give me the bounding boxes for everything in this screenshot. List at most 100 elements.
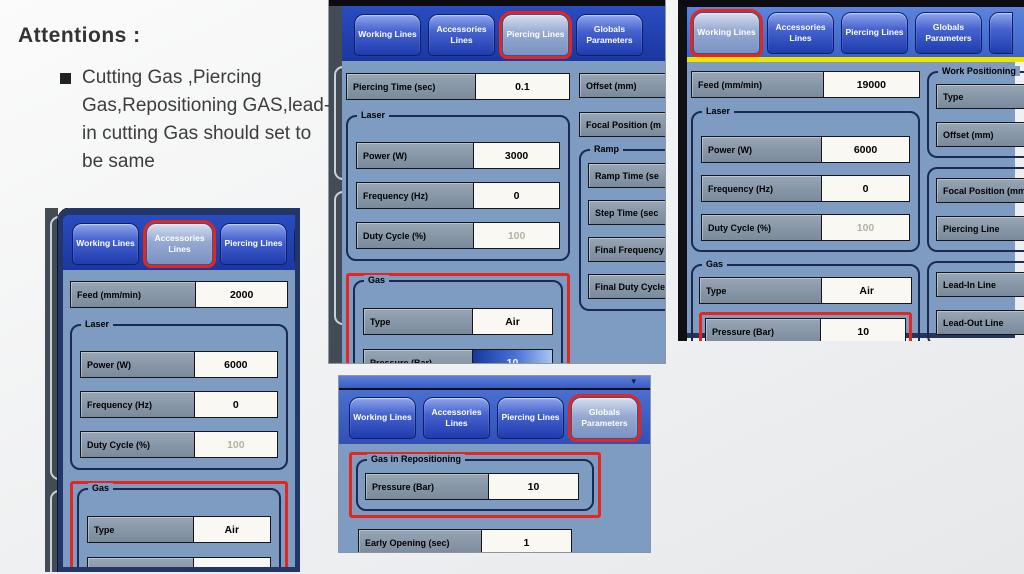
cropped-ui-fragment [50, 216, 58, 480]
tab-working-lines[interactable]: Working Lines [354, 14, 421, 56]
early-opening-field: Early Opening (sec) 1 [358, 529, 572, 552]
gas-group: Gas Type Air Pressure (Bar) 10 [691, 259, 920, 341]
tab-globals-parameters[interactable]: Globals Parameters [571, 397, 638, 439]
panel-content: Feed (mm/min) 2000 Laser Power (W) 6000 … [63, 270, 295, 567]
feed-field: Feed (mm/min) 2000 [70, 281, 288, 308]
frequency-value[interactable]: 0 [194, 392, 277, 417]
gas-type-value[interactable]: Air [473, 309, 552, 334]
frequency-value[interactable]: 0 [822, 176, 909, 201]
laser-group-title: Laser [702, 106, 735, 116]
tab-working-lines[interactable]: Working Lines [693, 12, 760, 54]
gas-group: Gas Type Air Pressure (Bar) 10 [77, 483, 281, 567]
frequency-label: Frequency (Hz) [702, 176, 823, 201]
panel-content: Gas in Repositioning Pressure (Bar) 10 E… [339, 444, 650, 552]
piercing-line-label: Piercing Line [936, 216, 1024, 241]
tab-partial[interactable] [989, 12, 1013, 54]
power-value[interactable]: 3000 [474, 143, 559, 168]
tab-strip: Working Lines Accessories Lines Piercing… [342, 6, 665, 61]
window-top-bar: ▾ [339, 376, 650, 390]
power-value[interactable]: 6000 [194, 352, 277, 377]
tab-piercing-lines[interactable]: Piercing Lines [841, 12, 908, 54]
tab-accessories-lines[interactable]: Accessories Lines [146, 223, 213, 265]
focal-position-label: Focal Position (mm) [936, 178, 1024, 203]
duty-cycle-label: Duty Cycle (%) [702, 215, 823, 240]
right-column: Offset (mm) Focal Position (m Ramp Ramp … [579, 73, 665, 363]
piercing-time-value[interactable]: 0.1 [475, 74, 569, 99]
tab-accessories-lines[interactable]: Accessories Lines [423, 397, 490, 439]
gas-pressure-label: Pressure (Bar) [706, 319, 822, 341]
duty-cycle-value: 100 [822, 215, 909, 240]
gas-type-value[interactable]: Air [822, 278, 911, 303]
panel-body: Working Lines Accessories Lines Piercing… [57, 208, 300, 572]
frequency-field: Frequency (Hz) 0 [701, 175, 910, 202]
panel-globals-parameters: ▾ Working Lines Accessories Lines Pierci… [338, 375, 651, 553]
panel-piercing-lines: Working Lines Accessories Lines Piercing… [328, 0, 666, 364]
laser-group: Laser Power (W) 6000 Frequency (Hz) 0 Du… [70, 319, 288, 470]
frequency-label: Frequency (Hz) [357, 183, 475, 208]
tab-globals-parameters[interactable]: Globals Parameters [576, 14, 643, 56]
tab-accessories-lines[interactable]: Accessories Lines [767, 12, 834, 54]
gas-repositioning-group: Gas in Repositioning Pressure (Bar) 10 [356, 454, 594, 511]
bullet-square-icon [60, 73, 71, 84]
power-field: Power (W) 6000 [80, 351, 278, 378]
tab-strip: Working Lines Accessories Lines Piercing… [687, 7, 1024, 57]
tab-piercing-lines[interactable]: Piercing Lines [220, 223, 287, 265]
lead-out-label: Lead-Out Line [936, 310, 1024, 335]
step-time-label: Step Time (sec [588, 200, 665, 225]
gas-pressure-label: Pressure (Bar) [364, 350, 474, 363]
offset-label: Offset (mm) [579, 73, 665, 98]
tab-piercing-lines[interactable]: Piercing Lines [502, 14, 569, 56]
note-title: Attentions : [18, 24, 141, 47]
tab-partial[interactable]: Pa [294, 223, 295, 265]
type-label: Type [936, 84, 1024, 109]
gas-pressure-value[interactable]: 10 [473, 350, 552, 363]
gas-pressure-value[interactable]: 10 [193, 558, 270, 567]
focal-piercing-group: Focal Position (mm) Piercing Line [927, 167, 1024, 252]
duty-cycle-label: Duty Cycle (%) [357, 223, 475, 248]
panel-content: Feed (mm/min) 19000 Laser Power (W) 6000… [687, 62, 1024, 341]
feed-value[interactable]: 2000 [196, 282, 287, 307]
feed-value[interactable]: 19000 [823, 72, 919, 97]
cropped-ui-fragment [334, 66, 342, 180]
final-duty-label: Final Duty Cycle [588, 274, 665, 299]
panel-content: Piercing Time (sec) 0.1 Laser Power (W) … [342, 61, 665, 363]
frequency-field: Frequency (Hz) 0 [80, 391, 278, 418]
gas-type-label: Type [364, 309, 474, 334]
power-label: Power (W) [357, 143, 475, 168]
power-label: Power (W) [702, 137, 823, 162]
cropped-ui-fragment [50, 490, 58, 572]
duty-cycle-field: Duty Cycle (%) 100 [701, 214, 910, 241]
screen-edge-fragment [45, 208, 58, 572]
gas-type-label: Type [88, 517, 194, 542]
tab-piercing-lines[interactable]: Piercing Lines [497, 397, 564, 439]
tab-accessories-lines[interactable]: Accessories Lines [428, 14, 495, 56]
cropped-ui-fragment [334, 191, 342, 325]
red-highlight-box: Gas Type Air Pressure (Bar) 10 [346, 273, 570, 363]
ramp-time-label: Ramp Time (se [588, 163, 665, 188]
power-field: Power (W) 3000 [356, 142, 560, 169]
scroll-arrow-icon[interactable]: ▾ [631, 376, 636, 386]
power-value[interactable]: 6000 [822, 137, 909, 162]
piercing-time-field: Piercing Time (sec) 0.1 [346, 73, 570, 100]
tab-working-lines[interactable]: Working Lines [72, 223, 139, 265]
feed-field: Feed (mm/min) 19000 [691, 71, 920, 98]
tab-bar: Working Lines Accessories Lines Piercing… [72, 223, 295, 265]
tab-globals-parameters[interactable]: Globals Parameters [915, 12, 982, 54]
frequency-value[interactable]: 0 [474, 183, 559, 208]
right-column: Work Positioning Type Offset (mm) Focal … [927, 66, 1024, 341]
gas-pressure-value[interactable]: 10 [488, 474, 578, 499]
gas-type-field: Type Air [699, 277, 912, 304]
gas-type-value[interactable]: Air [193, 517, 270, 542]
gas-type-field: Type Air [363, 308, 553, 335]
focal-position-label: Focal Position (m [579, 112, 665, 137]
left-column: Piercing Time (sec) 0.1 Laser Power (W) … [346, 73, 570, 363]
early-opening-value[interactable]: 1 [481, 530, 571, 552]
ramp-group: Ramp Ramp Time (se Step Time (sec Final … [579, 144, 665, 311]
gas-pressure-field: Pressure (Bar) 10 [705, 318, 906, 341]
final-frequency-label: Final Frequency [588, 237, 665, 262]
gas-pressure-label: Pressure (Bar) [366, 474, 489, 499]
gas-pressure-value[interactable]: 10 [821, 319, 905, 341]
gas-group-title: Gas [364, 275, 390, 285]
tab-working-lines[interactable]: Working Lines [349, 397, 416, 439]
laser-group-title: Laser [357, 110, 390, 120]
